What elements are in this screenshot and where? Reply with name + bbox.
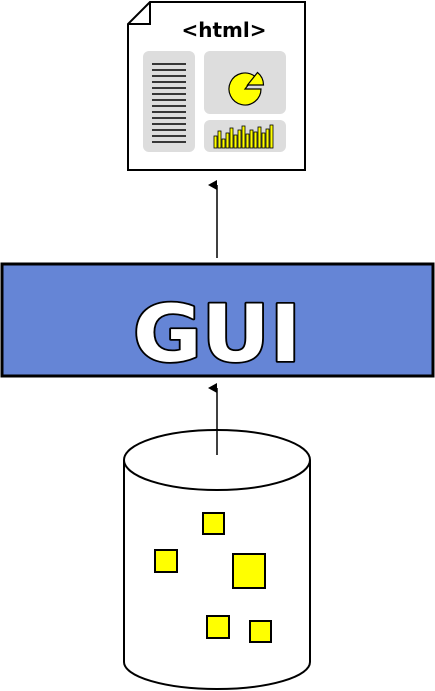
data-item — [232, 553, 266, 589]
document-title: <html> — [181, 18, 266, 42]
pie-chart-icon — [204, 51, 286, 114]
database-cylinder — [123, 429, 311, 690]
data-items — [154, 512, 272, 643]
data-item — [206, 615, 230, 639]
bar-chart-icon — [204, 120, 286, 152]
data-item — [154, 549, 178, 573]
data-item — [249, 620, 272, 643]
text-lines-icon — [143, 51, 195, 152]
html-document: <html> — [127, 1, 306, 171]
gui-label: GUI — [133, 290, 301, 380]
gui-bar: GUI — [0, 262, 435, 382]
data-item — [202, 512, 225, 535]
